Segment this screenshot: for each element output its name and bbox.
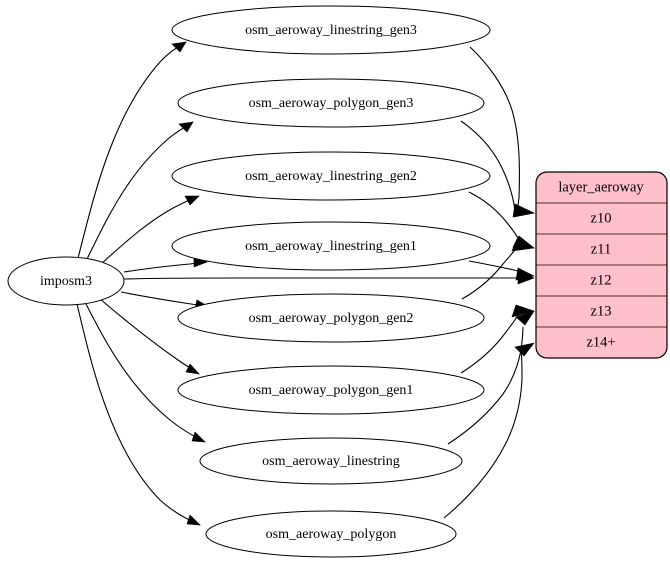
- edge-imposm3-to-linestring: [84, 301, 206, 443]
- osm-aeroway-polygon-ellipse[interactable]: [205, 510, 457, 558]
- edge-imposm3-to-polygon: [76, 303, 201, 526]
- table-cell-z14plus[interactable]: [536, 326, 667, 358]
- node-layer-aeroway-table[interactable]: layer_aeroway z10 z11 z12 z13 z14+: [535, 171, 668, 359]
- node-osm-aeroway-linestring[interactable]: osm_aeroway_linestring: [199, 437, 463, 485]
- osm-aeroway-polygon-gen2-ellipse[interactable]: [177, 293, 485, 343]
- table-cell-z13[interactable]: [536, 295, 667, 328]
- osm-aeroway-linestring-gen1-label: osm_aeroway_linestring_gen1: [245, 239, 417, 254]
- osm-aeroway-linestring-gen3-label: osm_aeroway_linestring_gen3: [245, 23, 417, 38]
- osm-aeroway-linestring-gen1-ellipse[interactable]: [171, 221, 491, 271]
- node-osm-aeroway-linestring-gen1[interactable]: osm_aeroway_linestring_gen1: [171, 221, 491, 271]
- node-osm-aeroway-linestring-gen2[interactable]: osm_aeroway_linestring_gen2: [171, 151, 491, 201]
- edge-imposm3-to-linestring-gen1: [123, 257, 208, 273]
- osm-aeroway-linestring-ellipse[interactable]: [199, 437, 463, 485]
- edge-group-nodes-to-table: [443, 46, 536, 519]
- edge-linestring-to-z13: [447, 310, 535, 445]
- table-header-label: layer_aeroway: [558, 179, 644, 195]
- node-osm-aeroway-polygon-gen2[interactable]: osm_aeroway_polygon_gen2: [177, 293, 485, 343]
- node-osm-aeroway-polygon-gen3[interactable]: osm_aeroway_polygon_gen3: [177, 78, 485, 128]
- osm-aeroway-polygon-gen2-label: osm_aeroway_polygon_gen2: [249, 311, 414, 326]
- node-osm-aeroway-polygon[interactable]: osm_aeroway_polygon: [205, 510, 457, 558]
- osm-aeroway-polygon-gen1-ellipse[interactable]: [177, 365, 485, 415]
- osm-aeroway-polygon-label: osm_aeroway_polygon: [266, 527, 397, 542]
- edge-imposm3-to-layer-z12: [123, 271, 535, 285]
- osm-aeroway-linestring-gen2-label: osm_aeroway_linestring_gen2: [245, 169, 417, 184]
- edge-linestring-gen3-to-z10: [469, 46, 535, 218]
- table-row-label-z14plus: z14+: [586, 334, 615, 350]
- osm-aeroway-polygon-gen1-label: osm_aeroway_polygon_gen1: [249, 383, 414, 398]
- edge-polygon-gen3-to-z10: [460, 120, 535, 218]
- imposm3-ellipse[interactable]: [7, 256, 125, 306]
- table-cell-z11[interactable]: [536, 233, 667, 266]
- table-row-label-z10: z10: [591, 210, 612, 226]
- node-osm-aeroway-polygon-gen1[interactable]: osm_aeroway_polygon_gen1: [177, 365, 485, 415]
- osm-aeroway-linestring-gen2-ellipse[interactable]: [171, 151, 491, 201]
- edge-polygon-gen1-to-z13: [460, 304, 536, 374]
- imposm3-label: imposm3: [40, 274, 92, 289]
- node-imposm3[interactable]: imposm3: [7, 256, 125, 306]
- osm-aeroway-polygon-gen3-label: osm_aeroway_polygon_gen3: [249, 96, 414, 111]
- edge-imposm3-to-linestring-gen2: [99, 195, 200, 266]
- osm-aeroway-polygon-gen3-ellipse[interactable]: [177, 78, 485, 128]
- table-outer-border: [535, 171, 668, 359]
- edge-imposm3-to-linestring-gen3: [77, 41, 187, 259]
- osm-aeroway-linestring-label: osm_aeroway_linestring: [262, 454, 400, 469]
- edge-imposm3-to-polygon-gen1: [98, 297, 200, 375]
- node-osm-aeroway-linestring-gen3[interactable]: osm_aeroway_linestring_gen3: [171, 5, 491, 55]
- edge-polygon-gen2-to-z11: [461, 238, 535, 300]
- table-row-label-z11: z11: [591, 241, 611, 257]
- edge-polygon-to-z14: [443, 342, 535, 519]
- edge-imposm3-to-polygon-gen3: [85, 121, 194, 262]
- table-row-label-z13: z13: [591, 303, 612, 319]
- table-row-label-z12: z12: [591, 272, 612, 288]
- osm-aeroway-linestring-gen3-ellipse[interactable]: [171, 5, 491, 55]
- edge-linestring-gen1-to-z12: [468, 260, 535, 281]
